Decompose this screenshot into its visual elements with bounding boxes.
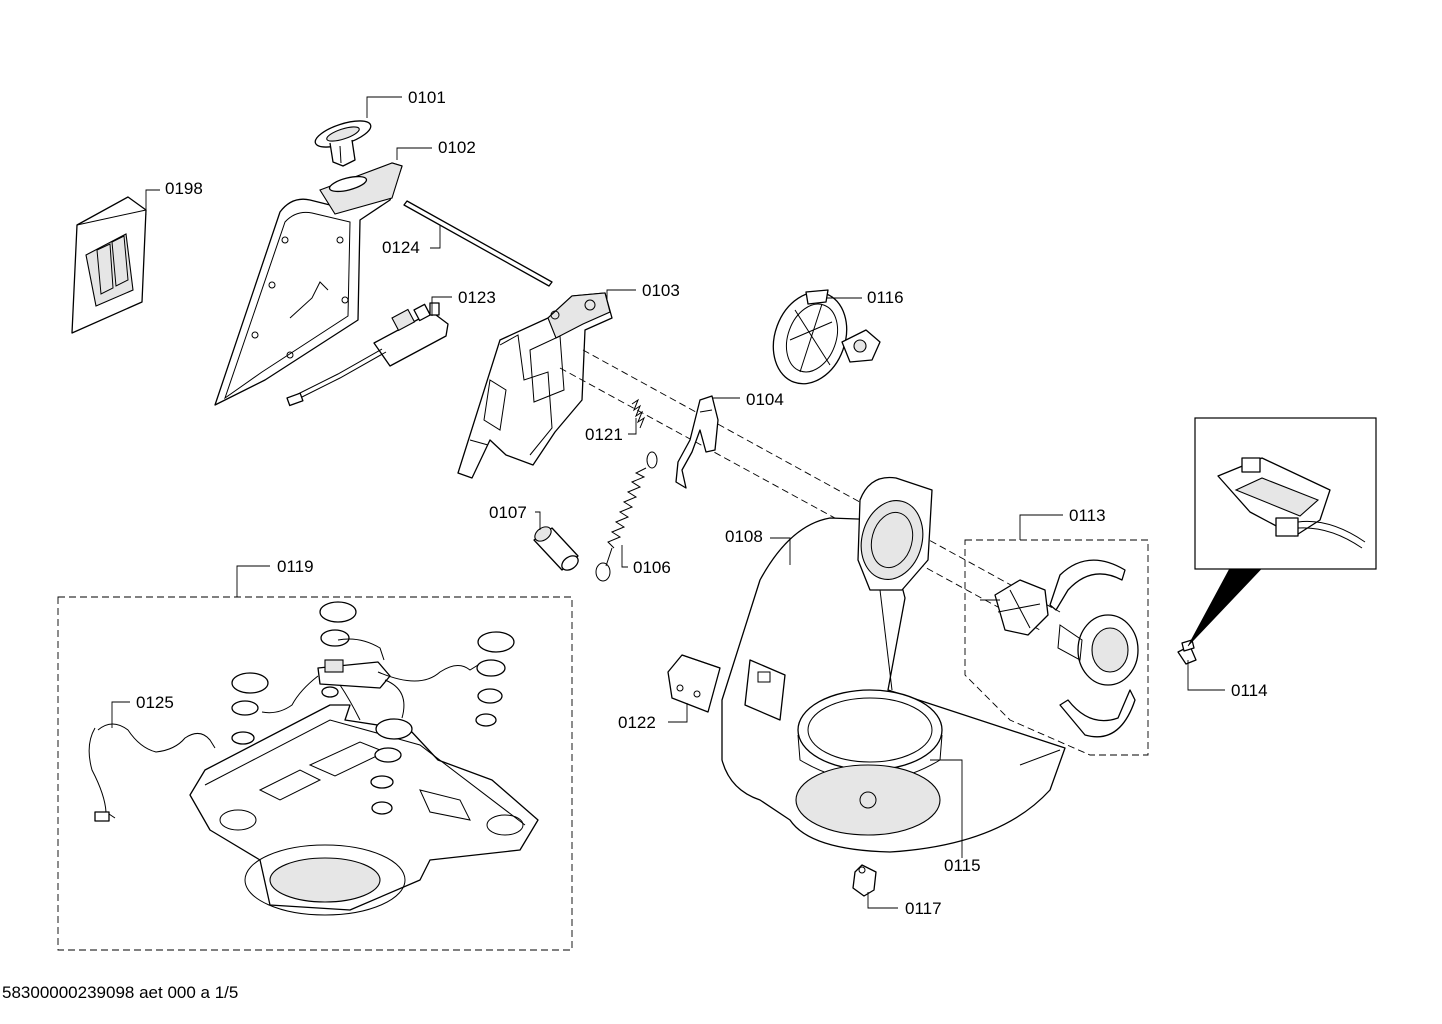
label-0123[interactable]: 0123 (458, 288, 496, 307)
bag-0198[interactable] (71, 196, 147, 334)
label-0104[interactable]: 0104 (746, 390, 784, 409)
cable-harness-0125[interactable] (88, 723, 216, 822)
label-0125[interactable]: 0125 (136, 693, 174, 712)
long-spring-0106[interactable] (595, 451, 658, 582)
leader-lines (111, 96, 1225, 909)
label-0114[interactable]: 0114 (1231, 681, 1268, 700)
motor-fan-0116[interactable] (761, 282, 881, 394)
base-assembly-0119[interactable] (57, 596, 573, 951)
label-0119[interactable]: 0119 (277, 557, 314, 576)
control-board-0123[interactable] (286, 302, 449, 407)
foot-0117[interactable] (852, 864, 877, 897)
bushing-0107[interactable] (532, 524, 581, 573)
top-cover-0102[interactable] (214, 162, 403, 406)
sensor-0114[interactable] (1177, 567, 1263, 665)
label-0117[interactable]: 0117 (905, 899, 942, 918)
label-0116[interactable]: 0116 (867, 288, 904, 307)
gear-assembly-0113[interactable] (964, 539, 1149, 756)
label-0102[interactable]: 0102 (438, 138, 476, 157)
label-0121[interactable]: 0121 (585, 425, 623, 444)
assembly-axis-lines (559, 349, 1061, 631)
arm-housing-0103[interactable] (457, 292, 613, 479)
label-0107[interactable]: 0107 (489, 503, 527, 522)
panel-0122[interactable] (667, 654, 721, 713)
sensor-detail-inset (1194, 417, 1377, 570)
label-0106[interactable]: 0106 (633, 558, 671, 577)
label-0122[interactable]: 0122 (618, 713, 656, 732)
latch-0104[interactable] (675, 395, 719, 489)
part-labels: 0101 0102 0198 0124 0123 0103 0116 0104 … (136, 88, 1268, 918)
main-body-0108[interactable] (721, 476, 1066, 853)
label-0108[interactable]: 0108 (725, 527, 763, 546)
label-0124[interactable]: 0124 (382, 238, 420, 257)
small-spring-0121[interactable] (631, 398, 646, 429)
document-code: 58300000239098 aet 000 a 1/5 (2, 983, 238, 1002)
label-0198[interactable]: 0198 (165, 179, 203, 198)
label-0113[interactable]: 0113 (1069, 506, 1106, 525)
label-0101[interactable]: 0101 (408, 88, 446, 107)
handle-knob-0101[interactable] (312, 116, 373, 167)
label-0115[interactable]: 0115 (944, 856, 981, 875)
label-0103[interactable]: 0103 (642, 281, 680, 300)
rod-0124[interactable] (403, 200, 553, 287)
